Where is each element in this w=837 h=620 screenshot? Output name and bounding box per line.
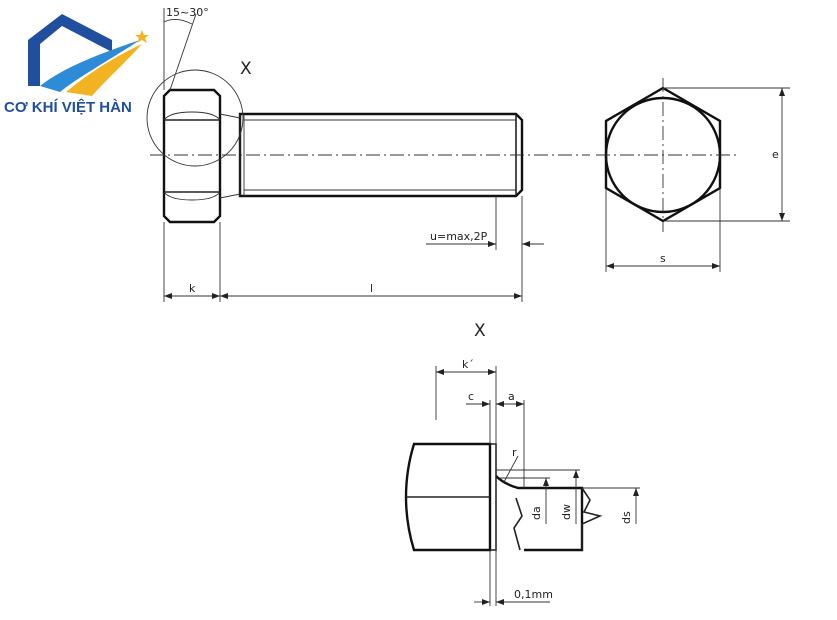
l-label: l	[370, 282, 373, 295]
tolerance-arrow-right	[496, 599, 504, 605]
kprime-arrow-right	[488, 369, 496, 375]
dw-label: dw	[560, 504, 573, 520]
l-arrow-right	[514, 293, 522, 299]
da-label: da	[530, 506, 543, 520]
k-arrow-right	[212, 293, 220, 299]
detail-head-outline	[404, 442, 492, 552]
tolerance-arrow-left	[482, 599, 490, 605]
bolt-side-view: X 15~30°	[146, 6, 590, 224]
s-arrow-left	[606, 263, 614, 269]
logo-swoosh-gold	[66, 44, 142, 96]
r-label: r	[512, 446, 517, 459]
logo-star-icon	[135, 30, 149, 43]
detail-shank-break	[581, 487, 603, 550]
da-arrow	[543, 478, 549, 486]
ds-label: ds	[620, 511, 633, 524]
head-facet-curve-top	[163, 111, 221, 121]
a-arrow-left	[496, 401, 504, 407]
ds-arrow	[633, 488, 639, 496]
a-label: a	[508, 390, 515, 403]
logo-house-shape	[28, 14, 112, 86]
kprime-arrow-left	[436, 369, 444, 375]
l-arrow-left	[220, 293, 228, 299]
detail-break-line	[513, 497, 523, 551]
detail-title: X	[474, 321, 486, 341]
kprime-label: k´	[462, 358, 474, 371]
logo-swoosh-blue	[40, 40, 140, 92]
s-arrow-right	[712, 263, 720, 269]
bolt-head-outline	[162, 88, 222, 224]
detail-x-view: X r k´ c a da	[404, 321, 640, 606]
e-arrow-top	[779, 88, 785, 96]
underhead-fillet-bottom	[219, 193, 241, 199]
angle-label: 15~30°	[166, 6, 209, 19]
detail-mark-label: X	[240, 59, 252, 79]
side-view-dimensions: k l u=max,2P	[163, 196, 544, 302]
k-label: k	[189, 282, 196, 295]
detail-circle	[146, 69, 244, 167]
head-facet-curve-bottom	[163, 191, 221, 201]
u-label: u=max,2P	[430, 230, 488, 243]
dw-arrow	[573, 470, 579, 478]
e-arrow-bottom	[779, 213, 785, 221]
company-logo: CƠ KHÍ VIỆT HÀN	[4, 14, 149, 116]
u-arrow-right	[522, 241, 530, 247]
s-label: s	[660, 252, 666, 265]
e-label: e	[772, 148, 779, 161]
underhead-fillet-top	[219, 113, 241, 119]
c-label: c	[468, 390, 474, 403]
u-arrow-left	[488, 241, 496, 247]
tolerance-label: 0,1mm	[514, 588, 553, 601]
angle-line-slanted	[169, 13, 197, 91]
c-arrow	[482, 401, 490, 407]
a-arrow-right	[516, 401, 524, 407]
detail-shank-outline	[495, 475, 584, 552]
logo-brand-name: CƠ KHÍ VIỆT HÀN	[4, 98, 132, 116]
angle-arc	[163, 19, 193, 25]
k-arrow-left	[164, 293, 172, 299]
bolt-end-view: e s	[596, 78, 790, 272]
